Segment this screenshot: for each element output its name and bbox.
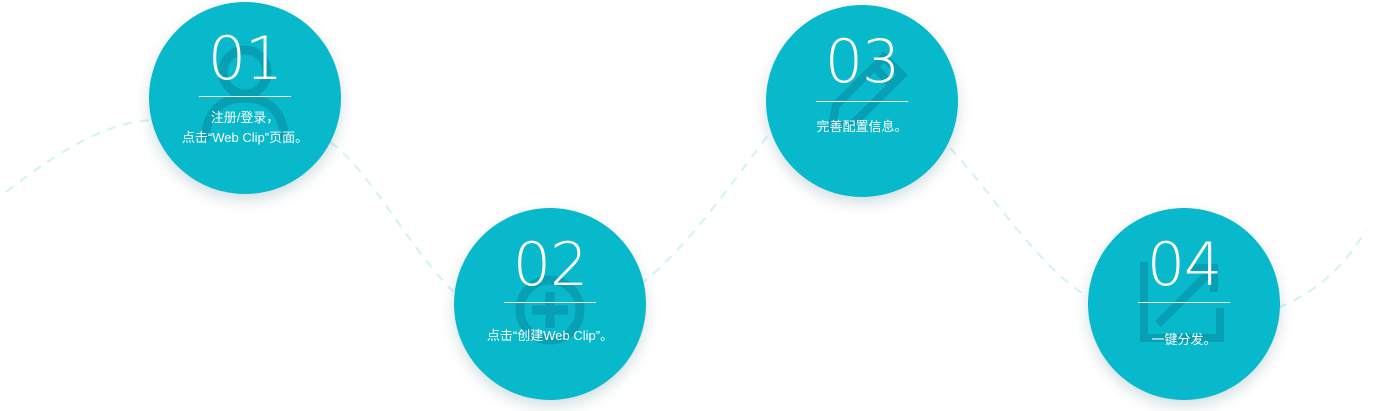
step-description: 一键分发。 xyxy=(1098,330,1270,350)
step-divider xyxy=(1138,302,1230,303)
add-circle-icon xyxy=(515,275,585,345)
step-description-line: 点击“创建Web Clip”。 xyxy=(486,328,614,343)
step-2-circle: 02 点击“创建Web Clip”。 xyxy=(454,208,646,400)
step-description: 完善配置信息。 xyxy=(776,117,948,137)
step-description: 点击“创建Web Clip”。 xyxy=(464,326,636,346)
step-number: 03 xyxy=(824,27,900,97)
step-divider xyxy=(816,101,908,102)
step-description-line: 点击“Web Clip”页面。 xyxy=(181,130,309,145)
step-1-circle: 01 注册/登录， 点击“Web Clip”页面。 xyxy=(149,2,341,194)
step-description: 注册/登录， 点击“Web Clip”页面。 xyxy=(159,108,331,148)
step-number: 02 xyxy=(512,230,588,300)
step-description-line: 完善配置信息。 xyxy=(816,119,908,134)
step-4-circle: 04 一键分发。 xyxy=(1088,208,1280,400)
step-divider xyxy=(504,302,596,303)
step-number: 04 xyxy=(1146,230,1222,300)
step-description-line: 一键分发。 xyxy=(1151,332,1217,347)
step-3-circle: 03 完善配置信息。 xyxy=(766,5,958,197)
step-divider xyxy=(199,96,291,97)
user-icon xyxy=(200,45,290,141)
share-icon xyxy=(1140,262,1224,342)
step-number: 01 xyxy=(207,24,283,94)
pencil-icon xyxy=(827,51,908,132)
step-description-line: 注册/登录， xyxy=(210,110,280,125)
